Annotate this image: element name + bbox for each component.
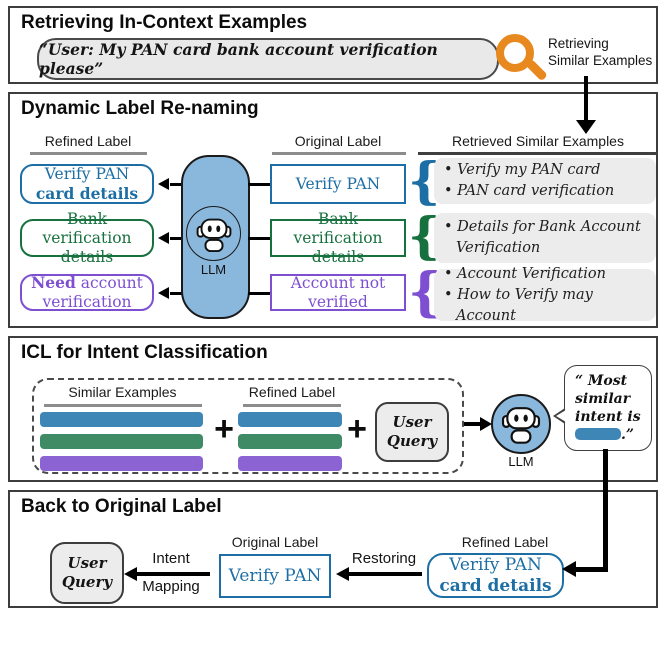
label-bar-blue xyxy=(238,412,342,427)
refined-label-box-verify-pan: Verify PAN card details xyxy=(20,164,154,204)
elbow-connector-vertical xyxy=(603,449,608,571)
section-title: ICL for Intent Classification xyxy=(21,342,268,363)
prompt-assembly-container xyxy=(32,378,464,474)
section-icl-for-intent-classification: ICL for Intent Classification Similar Ex… xyxy=(8,336,658,482)
user-query-box: User Query xyxy=(50,542,124,604)
intent-mapping-label-top: Intent xyxy=(152,550,190,567)
refined-label-header: Refined Label xyxy=(248,384,336,400)
plus-sign: + xyxy=(347,410,367,448)
section-retrieving-in-context-examples: Retrieving In-Context Examples “User: My… xyxy=(8,6,658,84)
column-header-original-label: Original Label xyxy=(294,133,382,149)
elbow-connector-horizontal xyxy=(576,567,608,572)
llm-label: LLM xyxy=(508,454,534,469)
header-underline xyxy=(418,152,658,155)
arrow-to-refined-3 xyxy=(170,292,184,295)
label-bar-purple xyxy=(238,456,342,471)
original-label-box-bank-verification: Bank verification details xyxy=(270,210,406,266)
user-query-pill: “User: My PAN card bank account verifica… xyxy=(37,38,499,80)
refined-label-box-bank-verification: Bank verification details xyxy=(20,210,154,266)
refined-label-box-verify-pan: Verify PAN card details xyxy=(427,553,564,598)
section-dynamic-label-renaming: Dynamic Label Re-naming Refined Label Or… xyxy=(8,92,658,328)
arrow-to-refined-1 xyxy=(170,183,184,186)
llm-robot-icon xyxy=(491,394,551,454)
section-title: Dynamic Label Re-naming xyxy=(21,98,259,119)
original-label-box-account-not-verified: Account not verified xyxy=(270,274,406,311)
connector-line xyxy=(248,237,270,240)
predicted-intent-bar xyxy=(575,428,621,440)
original-label-box-verify-pan: Verify PAN xyxy=(219,554,331,598)
brace-icon: { xyxy=(408,206,441,265)
intent-mapping-label-bottom: Mapping xyxy=(142,578,200,595)
retrieving-similar-examples-caption: Retrieving Similar Examples xyxy=(548,36,653,68)
header-underline xyxy=(44,404,202,407)
original-label-header: Original Label xyxy=(231,534,319,550)
robot-face-icon xyxy=(501,407,541,444)
restoring-arrow xyxy=(348,572,422,576)
connector-line xyxy=(248,292,270,295)
plus-sign: + xyxy=(214,410,234,448)
llm-answer-bubble: “ Most similar intent is .” xyxy=(564,365,652,451)
original-label-box-verify-pan: Verify PAN xyxy=(270,164,406,204)
brace-icon: { xyxy=(408,262,442,323)
connector-line xyxy=(248,183,270,186)
robot-icon xyxy=(186,206,241,261)
examples-box-row2: Details for Bank Account Verification xyxy=(434,213,656,263)
arrow-to-llm xyxy=(464,422,482,426)
example-bar-green xyxy=(40,434,203,449)
header-underline xyxy=(30,152,147,155)
refined-label-box-need-account: Need account verification xyxy=(20,273,154,311)
arrow-to-refined-2 xyxy=(170,237,184,240)
down-arrow-head xyxy=(576,120,596,134)
example-bar-purple xyxy=(40,456,203,471)
section-back-to-original-label: Back to Original Label User Query Intent… xyxy=(8,490,658,608)
column-header-refined-label: Refined Label xyxy=(44,133,132,149)
brace-icon: { xyxy=(408,151,441,210)
header-underline xyxy=(243,404,341,407)
header-underline xyxy=(272,152,406,155)
examples-box-row3: Account Verification How to Verify may A… xyxy=(434,266,656,324)
example-bar-blue xyxy=(40,412,203,427)
elbow-arrow-head xyxy=(562,561,576,577)
label-bar-green xyxy=(238,434,342,449)
llm-label: LLM xyxy=(200,262,227,277)
robot-face-icon xyxy=(196,218,231,252)
column-header-retrieved-similar-examples: Retrieved Similar Examples xyxy=(452,133,624,149)
similar-examples-header: Similar Examples xyxy=(68,384,177,400)
intent-mapping-arrow xyxy=(136,572,210,576)
section-title: Retrieving In-Context Examples xyxy=(21,12,308,33)
down-arrow-line xyxy=(584,76,588,122)
restoring-label: Restoring xyxy=(351,550,417,567)
examples-box-row1: Verify my PAN card PAN card verification xyxy=(434,158,656,204)
section-title: Back to Original Label xyxy=(21,496,222,517)
refined-label-header: Refined Label xyxy=(461,534,549,550)
user-query-box: User Query xyxy=(375,402,449,462)
